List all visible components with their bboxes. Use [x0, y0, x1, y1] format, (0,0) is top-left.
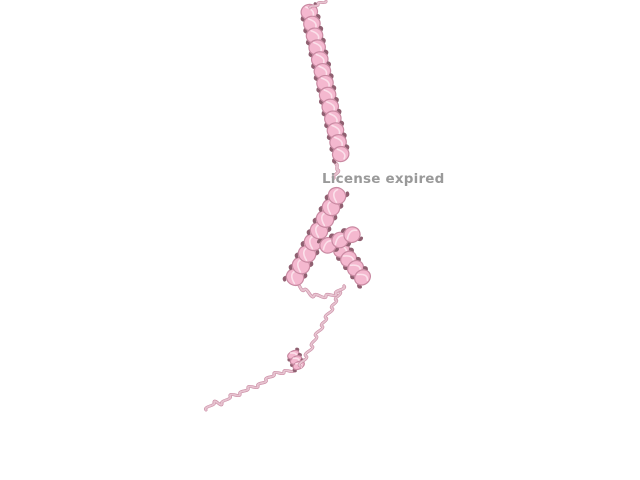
helix-highlight — [336, 148, 346, 160]
coil-loop — [295, 282, 346, 299]
long-helix — [300, 2, 350, 164]
helix-turn — [354, 266, 371, 289]
license-expired-watermark: License expired — [322, 171, 445, 187]
coil-middle — [298, 291, 342, 367]
coil-top — [309, 0, 327, 9]
helix-highlight — [333, 188, 339, 203]
helix-highlight — [356, 273, 369, 281]
helix-highlight — [346, 229, 358, 240]
coil-linker — [332, 162, 340, 179]
helix-ribbon — [327, 186, 347, 205]
coil-tail — [204, 369, 295, 411]
helix-turn — [331, 144, 350, 164]
helix-ribbon — [354, 269, 371, 286]
helix-turn — [324, 186, 350, 205]
short-helix-c — [316, 226, 364, 254]
helix-turn — [340, 226, 364, 244]
